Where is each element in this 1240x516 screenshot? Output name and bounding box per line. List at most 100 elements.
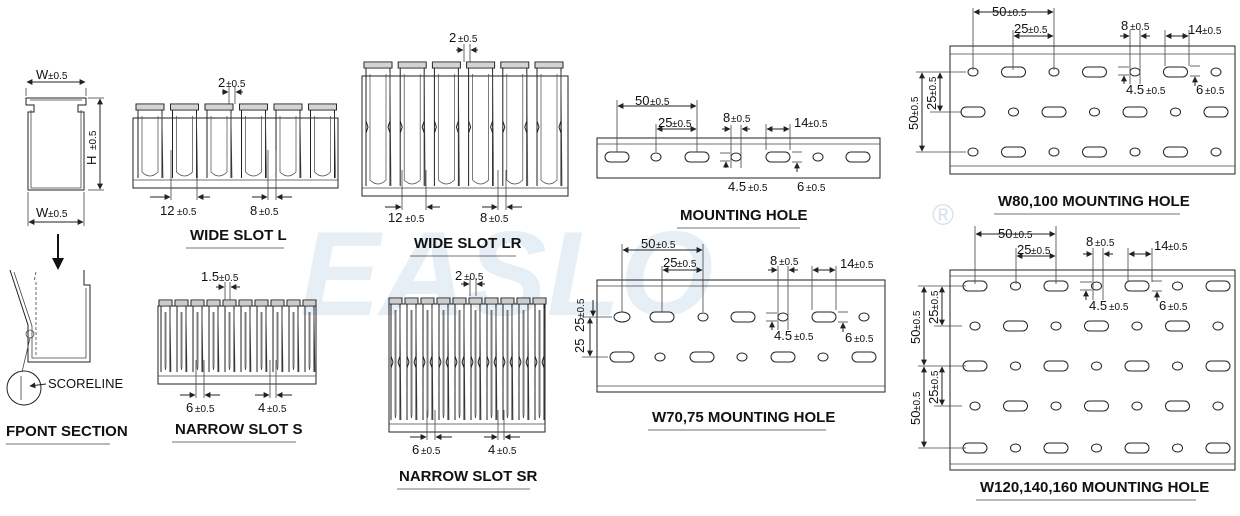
mounting-slot xyxy=(1205,442,1231,454)
slot-outline xyxy=(314,113,336,179)
w70-14-value: 14 xyxy=(840,256,854,271)
scoreline-detail xyxy=(6,370,42,406)
w120-v25b-tol: ±0.5 xyxy=(930,370,941,390)
w120-25-tol: ±0.5 xyxy=(1031,246,1051,257)
finger-cap xyxy=(468,297,483,305)
finger-cap xyxy=(500,297,515,305)
slot-outline xyxy=(244,309,252,373)
finger-cap xyxy=(170,103,199,111)
w120-8-tol: ±0.5 xyxy=(1095,238,1115,249)
mounting-slot xyxy=(1165,400,1190,412)
wide-slot-lr: 2 ±0.5 12 ±0.5 8 ±0.5 WIDE SLOT LR xyxy=(361,30,569,257)
finger-cap xyxy=(239,103,268,111)
mounting-slot xyxy=(1003,320,1028,332)
finger-body xyxy=(256,306,267,372)
finger-cap xyxy=(204,103,234,111)
finger-body xyxy=(272,306,283,372)
wsl-gap-tol: ±0.5 xyxy=(226,79,246,90)
mounting-slot xyxy=(1203,106,1229,118)
mounting-slot xyxy=(1165,320,1190,332)
mounting-slot xyxy=(1041,106,1067,118)
wslr-a-value: 12 xyxy=(388,210,402,225)
finger-cap xyxy=(420,297,435,305)
nss-b-tol: ±0.5 xyxy=(267,404,287,415)
wslr-a-tol: ±0.5 xyxy=(405,214,425,225)
finger-cap xyxy=(388,297,403,305)
slot-outline xyxy=(410,307,418,421)
finger-cap xyxy=(431,61,461,69)
finger-cap xyxy=(222,299,237,307)
mounting-slot xyxy=(1122,106,1148,118)
slot-outline xyxy=(538,307,546,421)
mounting-hole xyxy=(1010,281,1021,291)
mounting-hole xyxy=(1210,67,1222,77)
finger-cap xyxy=(308,103,337,111)
finger-cap xyxy=(397,61,427,69)
nss-gap-tol: ±0.5 xyxy=(219,273,239,284)
w120-v50b-tol: ±0.5 xyxy=(912,391,923,411)
w80-8-value: 8 xyxy=(1121,18,1128,33)
w80-14-tol: ±0.5 xyxy=(1202,26,1222,37)
w80-title: W80,100 MOUNTING HOLE xyxy=(998,193,1190,210)
mounting-hole: 50 ±0.5 25 ±0.5 8 ±0.5 4.5 ±0.5 14 ±0.5 … xyxy=(596,93,881,229)
w80-v25-tol: ±0.5 xyxy=(928,76,939,96)
w80-100-mounting-hole: 50 ±0.5 25 ±0.5 8 ±0.5 4.5 ±0.5 14 ±0.5 … xyxy=(906,4,1236,215)
w80-8-tol: ±0.5 xyxy=(1130,22,1150,33)
finger-body xyxy=(241,110,266,178)
w120-45-value: 4.5 xyxy=(1089,298,1107,313)
w80-50-tol: ±0.5 xyxy=(1007,8,1027,19)
mh-8-value: 8 xyxy=(723,110,730,125)
w80-6-value: 6 xyxy=(1196,82,1203,97)
finger-body xyxy=(288,306,299,372)
finger-body xyxy=(172,110,197,178)
finger-cap xyxy=(158,299,173,307)
w120-14-value: 14 xyxy=(1154,238,1168,253)
w70-50-value: 50 xyxy=(641,236,655,251)
mounting-slot xyxy=(1124,280,1150,292)
slot-outline xyxy=(276,309,284,373)
finger-body xyxy=(206,110,232,178)
scoreline-label: SCORELINE xyxy=(48,376,123,391)
finger-cap xyxy=(273,103,303,111)
finger-body xyxy=(160,306,171,372)
finger-body xyxy=(137,110,163,178)
mounting-slot xyxy=(1043,442,1069,454)
finger-body xyxy=(176,306,187,372)
w80-25-tol: ±0.5 xyxy=(1028,25,1048,36)
wsl-a-tol: ±0.5 xyxy=(177,207,197,218)
mounting-slot xyxy=(1043,360,1069,372)
mounting-hole xyxy=(1170,107,1181,117)
wsl-a-value: 12 xyxy=(160,203,174,218)
mounting-hole xyxy=(1172,281,1183,291)
mounting-slot xyxy=(1003,400,1028,412)
w120-6-tol: ±0.5 xyxy=(1168,302,1188,313)
mounting-hole xyxy=(1212,401,1224,411)
mounting-hole xyxy=(1091,361,1102,371)
finger-body xyxy=(275,110,301,178)
slot-outline xyxy=(245,113,267,179)
finger-cap xyxy=(174,299,189,307)
finger-cap xyxy=(286,299,301,307)
w80-v50-tol: ±0.5 xyxy=(910,96,921,116)
mounting-hole xyxy=(1091,281,1102,291)
wsl-title: WIDE SLOT L xyxy=(190,227,287,244)
mounting-hole xyxy=(969,321,981,331)
w120-v50b-value: 50 xyxy=(908,411,923,425)
w120-v50a-tol: ±0.5 xyxy=(912,310,923,330)
w70-25-tol: ±0.5 xyxy=(677,259,697,270)
finger-cap xyxy=(452,297,467,305)
w120-v25a-tol: ±0.5 xyxy=(930,290,941,310)
mh-45-tol: ±0.5 xyxy=(748,183,768,194)
nss-b-value: 4 xyxy=(258,400,265,415)
w70-v25-tol: ±0.5 xyxy=(576,298,587,318)
slot-outline xyxy=(279,113,302,179)
slot-outline xyxy=(403,71,426,187)
slot-outline xyxy=(228,309,236,373)
finger-body xyxy=(240,306,251,372)
mounting-slot xyxy=(1163,66,1188,78)
slot-outline xyxy=(394,307,402,421)
nss-a-value: 6 xyxy=(186,400,193,415)
finger-cap xyxy=(436,297,451,305)
finger-cap xyxy=(254,299,269,307)
finger-body xyxy=(433,68,459,186)
